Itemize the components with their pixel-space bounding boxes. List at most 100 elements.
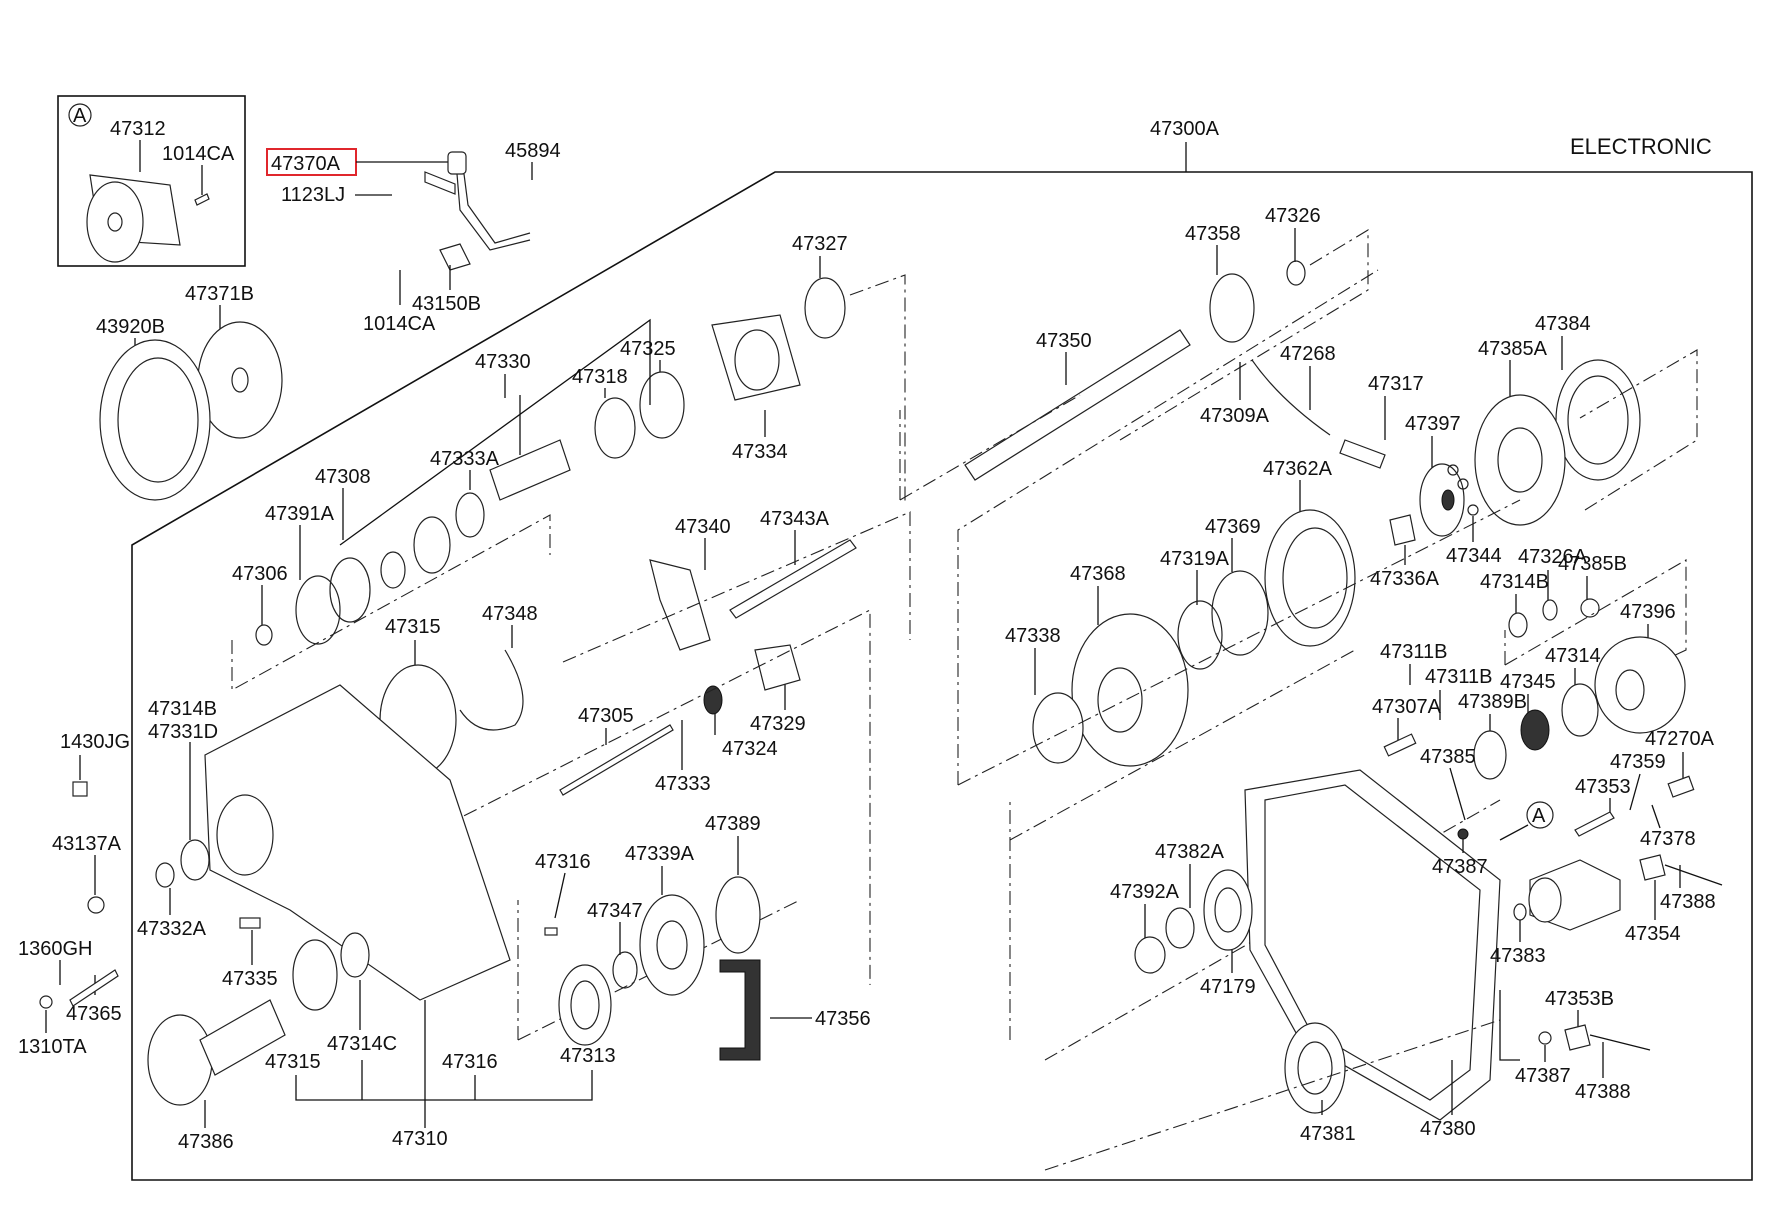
part-label-47397[interactable]: 47397 [1405,413,1461,435]
part-label-47354[interactable]: 47354 [1625,923,1681,945]
part-label-47179[interactable]: 47179 [1200,976,1256,998]
part-label-47386[interactable]: 47386 [178,1131,234,1153]
part-label-47371B[interactable]: 47371B [185,283,254,305]
part-label-47339A[interactable]: 47339A [625,843,695,865]
clip-part [255,624,273,646]
part-label-47389[interactable]: 47389 [705,813,761,835]
part-label-47382A[interactable]: 47382A [1155,841,1225,863]
part-label-47368[interactable]: 47368 [1070,563,1126,585]
part-label-47340[interactable]: 47340 [675,516,731,538]
part-label-47326A[interactable]: 47326A [1518,546,1588,568]
ref-a-circle-icon [1526,801,1554,829]
part-label-47309A[interactable]: 47309A [1200,405,1270,427]
part-label-43137A[interactable]: 43137A [52,833,122,855]
oil-strainer-part [1339,439,1386,469]
part-label-47306[interactable]: 47306 [232,563,288,585]
part-label-47307A[interactable]: 47307A [1372,696,1442,718]
part-label-43150B[interactable]: 43150B [412,293,481,315]
part-label-47314B-a[interactable]: 47314B [148,698,217,720]
part-label-47330[interactable]: 47330 [475,351,531,373]
part-label-47358[interactable]: 47358 [1185,223,1241,245]
part-label-47356[interactable]: 47356 [815,1008,871,1030]
part-label-47305[interactable]: 47305 [578,705,634,727]
part-label-47388-b[interactable]: 47388 [1575,1081,1631,1103]
shift-rail-part [729,539,857,619]
part-label-47378[interactable]: 47378 [1640,828,1696,850]
part-label-1014CA-b[interactable]: 1014CA [363,313,436,335]
part-label-47385A[interactable]: 47385A [1478,338,1548,360]
part-label-47315-b[interactable]: 47315 [265,1051,321,1073]
part-label-47348[interactable]: 47348 [482,603,538,625]
bearing-part [1284,1022,1346,1114]
part-label-47333A[interactable]: 47333A [430,448,500,470]
part-label-47335[interactable]: 47335 [222,968,278,990]
part-label-47312[interactable]: 47312 [110,118,166,140]
part-label-1014CA[interactable]: 1014CA [162,143,235,165]
part-label-47369[interactable]: 47369 [1205,516,1261,538]
part-label-47316-b[interactable]: 47316 [442,1051,498,1073]
snap-ring-part [1177,600,1223,670]
part-label-47316-a[interactable]: 47316 [535,851,591,873]
part-label-47387-a[interactable]: 47387 [1432,856,1488,878]
part-label-47347[interactable]: 47347 [587,900,643,922]
part-label-47315-a[interactable]: 47315 [385,616,441,638]
part-label-47370A[interactable]: 47370A [271,153,341,175]
part-label-47389B[interactable]: 47389B [1458,691,1527,713]
seal-part [1508,612,1528,638]
part-label-47318[interactable]: 47318 [572,366,628,388]
part-label-47311B-a[interactable]: 47311B [1380,641,1447,663]
part-label-47381[interactable]: 47381 [1300,1123,1356,1145]
part-label-47362A[interactable]: 47362A [1263,458,1333,480]
clutch-housing-part [1071,613,1189,767]
part-label-47383[interactable]: 47383 [1490,945,1546,967]
part-label-47334[interactable]: 47334 [732,441,788,463]
part-label-47317[interactable]: 47317 [1368,373,1424,395]
part-label-47387-b[interactable]: 47387 [1515,1065,1571,1087]
part-label-47388-a[interactable]: 47388 [1660,891,1716,913]
part-label-47332A[interactable]: 47332A [137,918,207,940]
part-label-47314[interactable]: 47314 [1545,645,1601,667]
part-label-47336A[interactable]: 47336A [1370,568,1440,590]
part-label-1310TA[interactable]: 1310TA [18,1036,87,1058]
part-label-47319A[interactable]: 47319A [1160,548,1230,570]
part-label-47338[interactable]: 47338 [1005,625,1061,647]
part-label-45894[interactable]: 45894 [505,140,561,162]
part-label-47270A[interactable]: 47270A [1645,728,1715,750]
part-label-1360GH[interactable]: 1360GH [18,938,93,960]
part-label-47314B-b[interactable]: 47314B [1480,571,1549,593]
part-label-47392A[interactable]: 47392A [1110,881,1180,903]
part-label-47353[interactable]: 47353 [1575,776,1631,798]
part-label-47396[interactable]: 47396 [1620,601,1676,623]
part-label-47325[interactable]: 47325 [620,338,676,360]
part-label-1123LJ[interactable]: 1123LJ [281,184,345,206]
part-label-47344[interactable]: 47344 [1446,545,1502,567]
part-label-47385B[interactable]: 47385B [1558,553,1627,575]
part-label-47343A[interactable]: 47343A [760,508,830,530]
part-label-47384[interactable]: 47384 [1535,313,1591,335]
part-label-47324[interactable]: 47324 [722,738,778,760]
part-label-47385[interactable]: 47385 [1420,746,1476,768]
part-label-47345[interactable]: 47345 [1500,671,1556,693]
assembly-label-47300A[interactable]: 47300A [1150,118,1220,140]
part-label-47333[interactable]: 47333 [655,773,711,795]
part-label-47310[interactable]: 47310 [392,1128,448,1150]
part-label-47331D[interactable]: 47331D [148,721,218,743]
seal-part [1561,683,1599,737]
nut-part [1580,598,1600,618]
part-label-43920B[interactable]: 43920B [96,316,165,338]
part-label-47326[interactable]: 47326 [1265,205,1321,227]
part-label-47311B-b[interactable]: 47311B [1425,666,1492,688]
part-label-47380[interactable]: 47380 [1420,1118,1476,1140]
part-label-47350[interactable]: 47350 [1036,330,1092,352]
part-label-47268[interactable]: 47268 [1280,343,1336,365]
part-label-47327[interactable]: 47327 [792,233,848,255]
part-label-47353B[interactable]: 47353B [1545,988,1614,1010]
part-label-47365[interactable]: 47365 [66,1003,122,1025]
part-label-1430JG[interactable]: 1430JG [60,731,130,753]
part-label-47391A[interactable]: 47391A [265,503,335,525]
part-label-47359[interactable]: 47359 [1610,751,1666,773]
part-label-47329[interactable]: 47329 [750,713,806,735]
part-label-47308[interactable]: 47308 [315,466,371,488]
part-label-47314C[interactable]: 47314C [327,1033,397,1055]
part-label-47313[interactable]: 47313 [560,1045,616,1067]
